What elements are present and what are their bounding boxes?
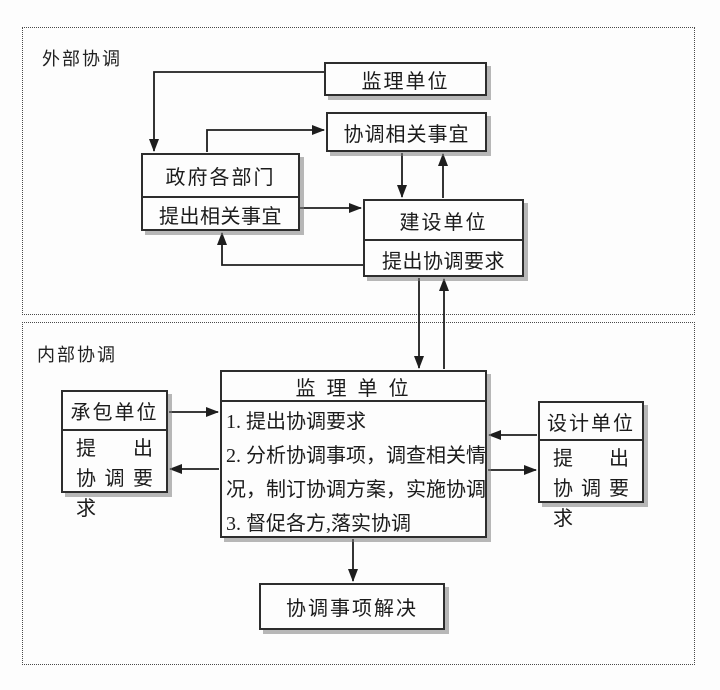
internal-zone-label: 内部协调 xyxy=(37,345,117,365)
node-contractor-unit-subtitle: 提出 协调要求 xyxy=(63,431,166,527)
node-supervision-unit-internal-title: 监 理 单 位 xyxy=(222,372,485,402)
task-line-4: 3. 督促各方,落实协调 xyxy=(226,513,411,535)
task-line-1: 1. 提出协调要求 xyxy=(226,411,366,433)
node-coordination-matters-resolved-label: 协调事项解决 xyxy=(286,598,418,620)
node-coordinate-related-matters-label: 协调相关事宜 xyxy=(343,123,470,146)
node-construction-unit-title: 建设单位 xyxy=(365,201,522,241)
node-supervision-unit-external: 监理单位 xyxy=(324,62,487,96)
node-supervision-unit-external-label: 监理单位 xyxy=(361,70,450,93)
task-line-3: 况，制订协调方案，实施协调 xyxy=(226,479,486,501)
node-government-departments-subtitle: 提出相关事宜 xyxy=(159,206,282,228)
designer-subtitle-line-1: 提出 xyxy=(553,448,629,470)
node-design-unit-title: 设计单位 xyxy=(540,403,642,441)
node-coordinate-related-matters: 协调相关事宜 xyxy=(326,112,487,152)
node-design-unit: 设计单位 提出 协调要求 xyxy=(538,401,644,530)
task-line-2: 2. 分析协调事项，调查相关情 xyxy=(226,445,486,467)
node-design-unit-subtitle: 提出 协调要求 xyxy=(540,441,642,537)
node-construction-unit-subtitle: 提出协调要求 xyxy=(382,250,505,273)
internal-coordination-zone: 内部协调 xyxy=(22,322,695,665)
node-government-departments: 政府各部门 提出相关事宜 xyxy=(141,153,300,231)
node-supervision-unit-internal-tasks: 1. 提出协调要求 2. 分析协调事项，调查相关情 况，制订协调方案，实施协调 … xyxy=(222,402,486,541)
external-coordination-zone: 外部协调 xyxy=(22,27,695,315)
external-zone-label: 外部协调 xyxy=(42,49,122,69)
node-contractor-unit-title: 承包单位 xyxy=(63,392,166,431)
node-coordination-matters-resolved: 协调事项解决 xyxy=(259,583,445,630)
contractor-subtitle-line-2: 协调要求 xyxy=(76,468,153,520)
designer-subtitle-line-2: 协调要求 xyxy=(553,478,629,530)
node-construction-unit: 建设单位 提出协调要求 xyxy=(363,199,524,277)
contractor-subtitle-line-1: 提出 xyxy=(76,438,153,460)
node-contractor-unit: 承包单位 提出 协调要求 xyxy=(61,390,168,520)
node-government-departments-title: 政府各部门 xyxy=(143,155,298,198)
node-supervision-unit-internal: 监 理 单 位 1. 提出协调要求 2. 分析协调事项，调查相关情 况，制订协调… xyxy=(220,370,487,538)
